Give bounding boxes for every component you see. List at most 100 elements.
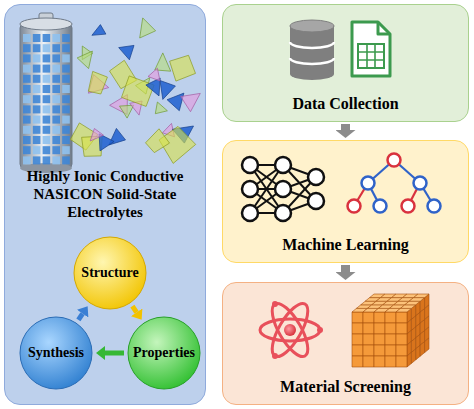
battery-cell [33, 105, 41, 113]
battery-cell [52, 156, 60, 164]
flow-arrow [341, 265, 350, 272]
battery-cell [62, 65, 70, 73]
battery-cell [43, 116, 51, 124]
polyhedron [160, 81, 175, 100]
tree-node [374, 200, 387, 213]
lattice-cell [352, 323, 363, 334]
battery-cell [33, 95, 41, 103]
lattice-cell [385, 356, 396, 367]
lattice-cell [374, 323, 385, 334]
battery-cell [62, 44, 70, 52]
lattice-cell [414, 294, 429, 298]
panel-title: Highly Ionic Conductive NASICON Solid-St… [11, 167, 199, 221]
battery-cell [52, 136, 60, 144]
battery-cell [43, 44, 51, 52]
battery-cell [23, 75, 31, 83]
polyhedron [148, 68, 160, 81]
lattice-cell [385, 323, 396, 334]
circle-fill [74, 237, 146, 309]
polyhedron [90, 129, 103, 142]
battery-cell [23, 85, 31, 93]
circle-fill [128, 317, 200, 389]
lattice-cell [385, 334, 396, 345]
stage-box: Material Screening [222, 282, 469, 405]
network-neuron [242, 157, 258, 173]
polyhedron [170, 55, 196, 81]
network-neuron [308, 193, 324, 209]
battery-cell [33, 136, 41, 144]
battery-cell [23, 116, 31, 124]
atom-icon [260, 299, 323, 362]
battery-cell [62, 105, 70, 113]
polyhedron [122, 76, 155, 107]
neural-network-icon [242, 157, 324, 221]
battery-cell [43, 136, 51, 144]
polyhedron [167, 93, 184, 111]
battery-cell [52, 116, 60, 124]
battery-cell [52, 105, 60, 113]
battery-cell [23, 65, 31, 73]
tree-node [348, 200, 361, 213]
battery-cell [52, 95, 60, 103]
battery-cell [43, 54, 51, 62]
battery-cell [62, 136, 70, 144]
polyhedron [119, 45, 134, 59]
flow-arrow [341, 124, 350, 130]
network-neuron [275, 181, 291, 197]
battery-cell [23, 54, 31, 62]
lattice-cell [385, 345, 396, 356]
lattice-cell [352, 345, 363, 356]
battery-cell [43, 95, 51, 103]
battery-cell [43, 156, 51, 164]
battery-cell [62, 95, 70, 103]
cycle-circle: Properties [127, 316, 201, 390]
lattice-cell [405, 301, 420, 305]
lattice-cell [396, 334, 407, 345]
battery-cell [33, 126, 41, 134]
battery-cell [23, 105, 31, 113]
battery-cell [62, 126, 70, 134]
circle-label: Properties [133, 344, 195, 362]
stage-label: Material Screening [280, 378, 411, 396]
polyhedron [146, 129, 170, 153]
battery-cell [23, 44, 31, 52]
battery-cell [62, 75, 70, 83]
battery-cell [23, 156, 31, 164]
spreadsheet-icon [352, 22, 390, 76]
lattice-cell [363, 323, 374, 334]
battery-cell [33, 156, 41, 164]
lattice-cell [374, 356, 385, 367]
battery-cell [33, 65, 41, 73]
lattice-cell [374, 312, 385, 323]
battery-cell [62, 156, 70, 164]
battery-cell [52, 75, 60, 83]
polyhedron [155, 102, 167, 114]
tree-node [388, 154, 401, 167]
lattice-cell [374, 345, 385, 356]
lattice-cell [416, 345, 420, 360]
network-neuron [242, 205, 258, 221]
battery-cell [43, 34, 51, 42]
circle-label: Synthesis [28, 344, 84, 362]
battery-cell [52, 65, 60, 73]
polyhedron [146, 78, 160, 96]
battery-cell [52, 126, 60, 134]
lattice-cell [409, 298, 424, 302]
battery-cell [33, 146, 41, 154]
battery-cell [33, 116, 41, 124]
network-neuron [308, 169, 324, 185]
battery-cell [23, 95, 31, 103]
stage-box: Data Collection [222, 4, 469, 122]
battery-cell [62, 146, 70, 154]
lattice-cell [352, 356, 363, 367]
circle-label: Structure [81, 264, 138, 282]
flow-arrow [132, 306, 136, 312]
battery-cell [23, 136, 31, 144]
battery-cell [52, 85, 60, 93]
battery-cell [62, 85, 70, 93]
lattice-block-icon [352, 294, 429, 367]
battery-cell [33, 85, 41, 93]
crystal-structure [70, 18, 200, 164]
polyhedron [77, 51, 92, 69]
lattice-cell [396, 312, 407, 323]
